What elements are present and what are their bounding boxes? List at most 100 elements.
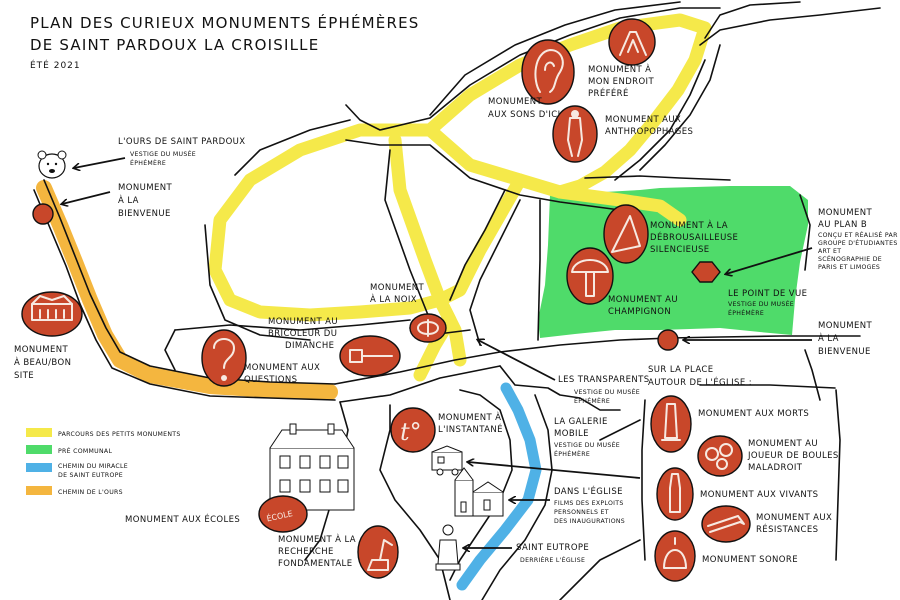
bienvenue-2-label-1: MONUMENT bbox=[818, 321, 872, 331]
bricoleur-label-1: MONUMENT AU bbox=[268, 317, 338, 327]
vivants-label: MONUMENT AUX VIVANTS bbox=[700, 490, 818, 500]
galerie-arrow bbox=[468, 462, 641, 479]
chemin-ours-path bbox=[36, 180, 338, 400]
instant-label-2: L'INSTANTANÉ bbox=[438, 423, 503, 435]
boules-label-1: MONUMENT AU bbox=[748, 439, 818, 449]
recherche-monument[interactable] bbox=[357, 525, 399, 579]
endroit-label-3: PRÉFÉRÉ bbox=[588, 87, 629, 99]
ecoles-label: MONUMENT AUX ÉCOLES bbox=[125, 513, 240, 525]
anthropo-label-1: MONUMENT AUX bbox=[605, 115, 681, 125]
legend-label-pre: PRÉ COMMUNAL bbox=[58, 446, 112, 455]
plan-b-label-2: AU PLAN B bbox=[818, 220, 867, 230]
boules-monument[interactable] bbox=[697, 435, 743, 477]
bienvenue-1-label-3: BIENVENUE bbox=[118, 209, 171, 219]
plan-b-label-1: MONUMENT bbox=[818, 208, 872, 218]
caravan-icon[interactable] bbox=[431, 445, 463, 476]
recherche-label-3: FONDAMENTALE bbox=[278, 559, 352, 569]
eglise-label-2: FILMS DES EXPLOITS bbox=[554, 500, 624, 507]
bienvenue-2-marker[interactable] bbox=[657, 329, 679, 351]
resist-label-2: RÉSISTANCES bbox=[756, 523, 818, 535]
plan-b-arrow bbox=[726, 247, 813, 274]
point-vue-label-1: LE POINT DE VUE bbox=[728, 289, 807, 299]
place-label-2: AUTOUR DE L'ÉGLISE : bbox=[648, 376, 752, 388]
sons-ici-monument[interactable] bbox=[521, 39, 575, 105]
galerie-label-3: VESTIGE DU MUSÉE bbox=[554, 440, 620, 449]
galerie-label-4: ÉPHÉMÈRE bbox=[554, 449, 590, 458]
questions-monument[interactable] bbox=[201, 329, 247, 387]
bienvenue-1-label-1: MONUMENT bbox=[118, 183, 172, 193]
legend-label-miracle-1: CHEMIN DU MIRACLE bbox=[58, 463, 128, 470]
bear-icon[interactable] bbox=[37, 150, 67, 179]
morts-monument[interactable] bbox=[650, 395, 692, 453]
instantane-monument[interactable]: t° bbox=[390, 407, 436, 453]
map-season: ÉTÉ 2021 bbox=[30, 59, 81, 71]
eglise-label-3: PERSONNELS ET bbox=[554, 509, 609, 516]
bienvenue-1-marker[interactable] bbox=[32, 203, 54, 225]
instantane-icon-text: t° bbox=[400, 418, 422, 446]
plan-b-marker[interactable] bbox=[691, 261, 721, 283]
pipe-icon bbox=[707, 515, 745, 533]
debrous-label-3: SILENCIEUSE bbox=[650, 245, 710, 255]
plan-b-note-5: PARIS ET LIMOGES bbox=[818, 264, 880, 271]
resistances-monument[interactable] bbox=[701, 505, 751, 543]
ecoles-monument[interactable]: ÉCOLE bbox=[258, 495, 308, 533]
plan-b-note-4: SCÉNOGRAPHIE DE bbox=[818, 254, 882, 263]
transparents-label-1: LES TRANSPARENTS bbox=[558, 375, 650, 385]
sons-label-2: AUX SONS D'ICI bbox=[488, 110, 561, 120]
ours-label-2: VESTIGE DU MUSÉE bbox=[130, 149, 196, 158]
obelisk-icon bbox=[661, 403, 681, 441]
pin-icon bbox=[619, 31, 647, 56]
chemin-miracle-path bbox=[456, 382, 542, 591]
eutrope-label-1: SAINT EUTROPE bbox=[516, 543, 589, 553]
ear-icon bbox=[534, 49, 564, 93]
anthropophages-monument[interactable] bbox=[552, 105, 598, 163]
bienvenue-2-label-2: À LA bbox=[818, 332, 839, 344]
beau-site-monument[interactable] bbox=[21, 291, 83, 337]
parcours-yellow bbox=[208, 13, 712, 382]
champi-label-1: MONUMENT AU bbox=[608, 295, 678, 305]
recherche-label-1: MONUMENT À LA bbox=[278, 533, 356, 545]
place-label-1: SUR LA PLACE bbox=[648, 365, 714, 375]
bricoleur-monument[interactable] bbox=[339, 335, 401, 377]
bienvenue-1-label-2: À LA bbox=[118, 194, 139, 206]
debroussailleuse-monument[interactable] bbox=[603, 204, 649, 264]
endroit-label-2: MON ENDROIT bbox=[588, 77, 654, 87]
church-icon[interactable] bbox=[454, 467, 504, 517]
beau-label-2: À BEAU/BON bbox=[14, 356, 71, 368]
ours-arrow bbox=[74, 157, 126, 168]
legend-label-ours: CHEMIN DE L'OURS bbox=[58, 489, 123, 496]
champignon-monument[interactable] bbox=[566, 247, 614, 305]
map-title-line1: PLAN DES CURIEUX MONUMENTS ÉPHÉMÈRES bbox=[30, 13, 419, 32]
bienvenue-1-arrow bbox=[62, 191, 111, 204]
saint-eutrope-icon[interactable] bbox=[435, 524, 461, 571]
anthropo-label-2: ANTHROPOPHAGES bbox=[605, 127, 693, 137]
questions-label-2: QUESTIONS bbox=[244, 375, 297, 385]
instant-label-1: MONUMENT À bbox=[438, 411, 501, 423]
bottle-icon bbox=[669, 473, 681, 513]
eutrope-label-2: DERRIÈRE L'ÉGLISE bbox=[520, 555, 585, 564]
boules-label-3: MALADROIT bbox=[748, 463, 803, 473]
sonore-monument[interactable] bbox=[654, 530, 696, 582]
vivants-monument[interactable] bbox=[656, 467, 694, 521]
bienvenue-2-label-3: BIENVENUE bbox=[818, 347, 871, 357]
ours-label-3: ÉPHÉMÈRE bbox=[130, 158, 166, 167]
galerie-label-2: MOBILE bbox=[554, 429, 589, 439]
boules-label-2: JOUEUR DE BOULES bbox=[747, 451, 839, 461]
blade-icon bbox=[611, 215, 641, 253]
excavator-icon bbox=[367, 539, 393, 571]
endroit-label-1: MONUMENT À bbox=[588, 63, 651, 75]
noix-monument[interactable] bbox=[409, 313, 447, 343]
plan-b-note-1: CONÇU ET RÉALISÉ PAR UN bbox=[818, 230, 900, 239]
plan-b-note-2: GROUPE D'ÉTUDIANTES EN bbox=[818, 238, 900, 247]
ours-label-1: L'OURS DE SAINT PARDOUX bbox=[118, 137, 246, 147]
endroit-prefere-monument[interactable] bbox=[608, 18, 656, 66]
sons-label-1: MONUMENT bbox=[488, 97, 542, 107]
bricoleur-label-3: DIMANCHE bbox=[285, 341, 334, 351]
debrous-label-2: DÉBROUSAILLEUSE bbox=[650, 231, 738, 243]
noix-label-1: MONUMENT bbox=[370, 283, 424, 293]
legend-swatch-parcours bbox=[26, 428, 52, 437]
map-title-line2: DE SAINT PARDOUX LA CROISILLE bbox=[30, 36, 319, 54]
transparents-arrow bbox=[478, 340, 556, 381]
eglise-label-1: DANS L'ÉGLISE bbox=[554, 485, 623, 497]
